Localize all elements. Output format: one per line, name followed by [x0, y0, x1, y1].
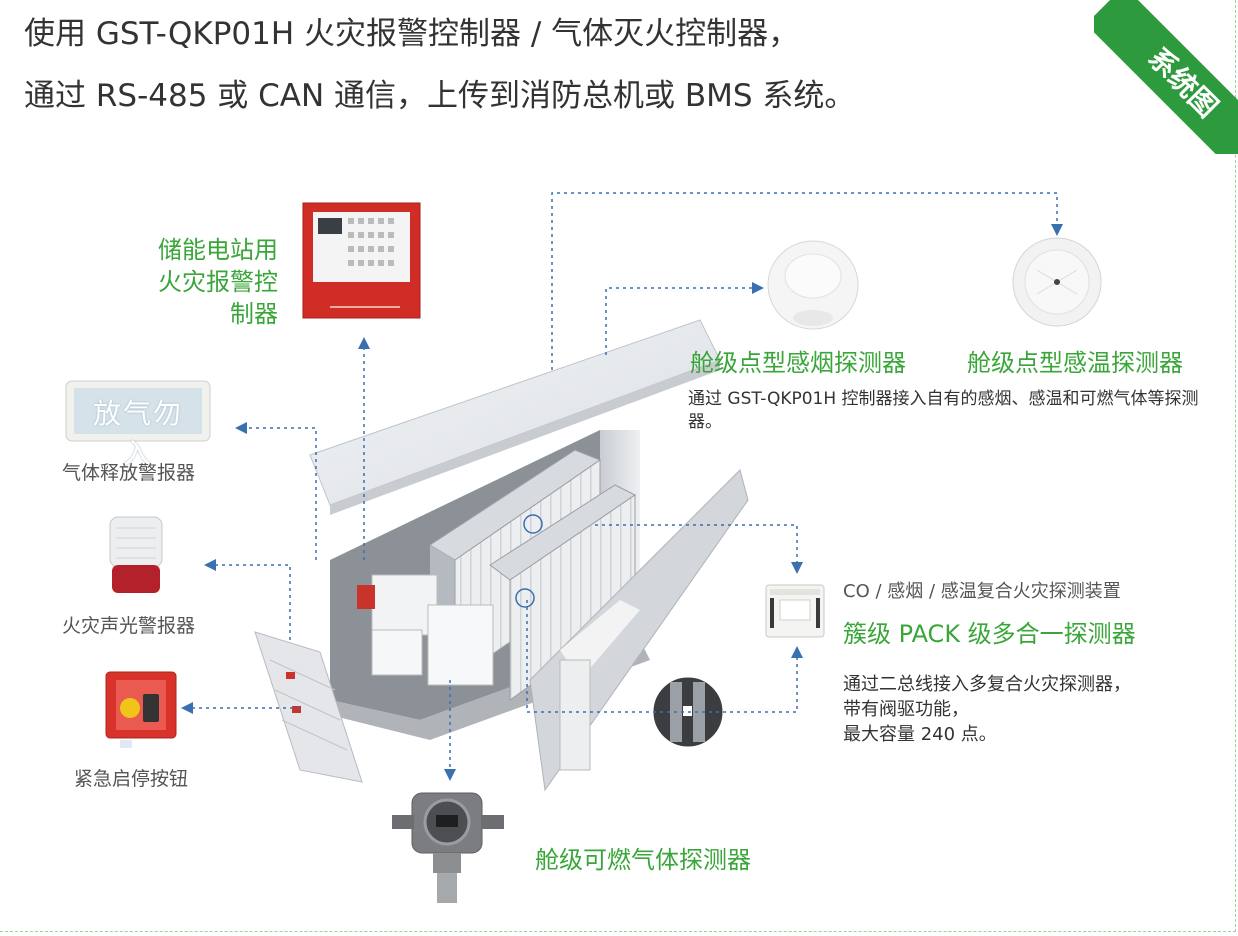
sound-light-alarm-device: [109, 516, 163, 593]
pack-detector-note: 通过二总线接入多复合火灾探测器， 带有阀驱功能， 最大容量 240 点。: [843, 672, 1131, 747]
headline-line-1: 使用 GST-QKP01H 火灾报警控制器 / 气体灭火控制器，: [24, 16, 800, 52]
gas-detector-label: 舱级可燃气体探测器: [535, 846, 751, 874]
heat-detector-label: 舱级点型感温探测器: [967, 349, 1183, 377]
gas-release-alarm-device: [65, 380, 211, 442]
container-roof: [309, 319, 721, 515]
controller-title-line-2: 火灾报警控制器: [158, 268, 278, 328]
headline-line-2: 通过 RS-485 或 CAN 通信，上传到消防总机或 BMS 系统。: [24, 78, 856, 114]
pack-detector-device: [765, 584, 825, 638]
connector-lines: [181, 192, 1063, 781]
pack-detector-note-line-1: 通过二总线接入多复合火灾探测器，: [843, 674, 1131, 695]
gas-release-alarm-label: 气体释放警报器: [62, 462, 196, 484]
smoke-detector-device: [767, 240, 859, 330]
pack-detector-title: 簇级 PACK 级多合一探测器: [843, 620, 1136, 648]
emergency-button-label: 紧急启停按钮: [74, 768, 189, 790]
gas-release-panel-text: 放气勿入: [92, 397, 183, 470]
combustible-gas-detector-device: [392, 792, 504, 903]
smoke-detector-label: 舱级点型感烟探测器: [690, 349, 906, 377]
controller-title: 储能电站用 火灾报警控制器: [140, 234, 278, 330]
pack-detector-note-line-2: 带有阀驱功能，: [843, 699, 969, 720]
emergency-button-device: [105, 671, 177, 748]
sound-light-alarm-label: 火灾声光警报器: [62, 615, 196, 637]
fire-alarm-controller-device: [302, 202, 421, 319]
heat-detector-device: [1012, 237, 1102, 327]
pack-detector-note-line-3: 最大容量 240 点。: [843, 724, 997, 745]
controller-title-line-1: 储能电站用: [158, 236, 278, 264]
detectors-note: 通过 GST-QKP01H 控制器接入自有的感烟、感温和可燃气体等探测器。: [688, 389, 1199, 432]
pack-detector-subtitle: CO / 感烟 / 感温复合火灾探测装置: [843, 581, 1121, 602]
container-door-left: [254, 631, 363, 783]
sensor-markers: [515, 514, 543, 608]
